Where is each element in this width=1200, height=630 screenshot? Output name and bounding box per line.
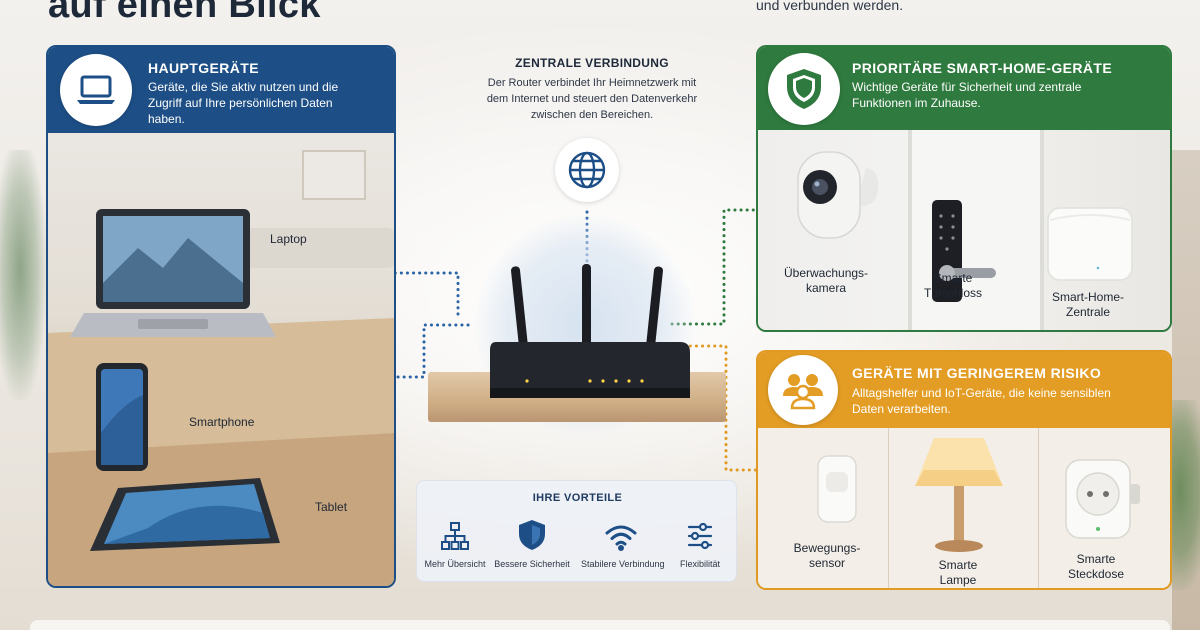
main-devices-header: HAUPTGERÄTE Geräte, die Sie aktiv nutzen… [48,47,394,133]
link-priority [670,208,790,326]
priority-devices-header: PRIORITÄRE SMART-HOME-GERÄTE Wichtige Ge… [758,47,1170,130]
benefits-title: IHRE VORTEILE [532,492,623,504]
lamp-label-line1: Smarte [938,558,978,572]
network-tree-icon [415,517,495,551]
hub-device [1047,207,1133,281]
shield-icon [492,517,572,551]
low-risk-devices-panel: GERÄTE MIT GERINGEREM RISIKO Alltagshelf… [756,350,1172,590]
smartphone-device [96,363,148,471]
device-label-tablet: Tablet [315,500,348,514]
door-lock-label-line2: Türschloss [923,286,982,300]
lamp-device [915,438,1003,552]
motion-sensor-label-line1: Bewegungs- [793,541,861,555]
benefit-connection-label: Stabilere Verbindung [581,559,665,569]
device-label-lamp: Smarte Lampe [928,558,988,588]
center-description: Der Router verbindet Ihr Heimnetzwerk mi… [486,77,698,121]
tablet-device [90,478,280,551]
priority-devices-panel: PRIORITÄRE SMART-HOME-GERÄTE Wichtige Ge… [756,45,1172,332]
page-title: auf einen Blick [48,0,321,26]
globe-icon [555,138,619,202]
main-devices-panel: HAUPTGERÄTE Geräte, die Sie aktiv nutzen… [46,45,396,588]
smart-plug-label-line1: Smarte [1076,552,1116,566]
shield-icon [768,53,840,125]
device-label-laptop: Laptop [270,232,307,246]
hub-label-line1: Smart-Home- [1051,290,1124,304]
main-devices-illustration [48,150,394,586]
sofa [218,228,394,268]
bottom-bar [30,620,1170,630]
priority-devices-title: PRIORITÄRE SMART-HOME-GERÄTE [852,60,1113,76]
link-laptop [320,271,460,320]
device-label-camera: Überwachungs- kamera [784,266,868,296]
camera-device [797,151,879,239]
wifi-icon [581,517,661,551]
low-risk-devices-header: GERÄTE MIT GERINGEREM RISIKO Alltagshelf… [758,352,1170,428]
sliders-icon [660,517,740,551]
laptop-device [70,209,276,337]
priority-devices-scene: Überwachungs- kamera Smarte Türschloss S… [758,130,1170,330]
background-plant-left [0,150,46,400]
hub-label-line2: Zentrale [1065,305,1111,319]
cell-divider [1038,428,1039,588]
device-label-smartphone: Smartphone [189,415,255,429]
people-icon [768,355,838,425]
smart-plug-label-line2: Steckdose [1067,567,1125,581]
motion-sensor-label-line2: sensor [808,556,846,570]
benefit-overview: Mehr Übersicht [415,517,495,569]
low-risk-devices-scene: Bewegungs- sensor Smarte Lampe Smarte St… [758,428,1170,588]
priority-devices-description: Wichtige Geräte für Sicherheit und zentr… [852,80,1082,110]
link-low-risk [670,344,794,472]
motion-sensor-device [817,455,857,523]
benefit-flexibility-label: Flexibilität [679,559,720,569]
benefit-flexibility: Flexibilität [660,517,740,569]
smart-plug-device [1065,459,1140,539]
device-label-smart-plug: Smarte Steckdose [1058,552,1134,582]
main-devices-description: Geräte, die Sie aktiv nutzen und die Zug… [148,80,339,126]
cell-divider [888,428,889,588]
lamp-label-line2: Lampe [939,573,977,587]
benefit-connection: Stabilere Verbindung [581,517,665,569]
camera-label-line1: Überwachungs- [784,266,869,280]
priority-devices-illustration [797,130,1133,330]
page-subtitle: und verbunden werden. [756,0,904,13]
door-lock-label-line1: Smarte [933,271,973,285]
low-risk-devices-description: Alltagshelfer und IoT-Geräte, die keine … [852,386,1111,416]
camera-label-line2: kamera [805,281,846,295]
device-label-motion-sensor: Bewegungs- sensor [784,541,870,571]
device-label-door-lock: Smarte Türschloss [923,271,983,301]
benefits-box: IHRE VORTEILE Mehr Übersicht Bessere Sic… [416,480,737,582]
wall-frame [302,150,366,200]
low-risk-devices-illustration [817,438,1140,552]
laptop-icon [60,54,132,126]
center-title: ZENTRALE VERBINDUNG [515,56,669,70]
benefit-security: Bessere Sicherheit [492,517,572,569]
main-devices-title: HAUPTGERÄTE [148,60,259,76]
door-lock-device [932,200,996,302]
main-devices-scene: Laptop Smartphone Tablet [48,133,394,586]
benefit-security-label: Bessere Sicherheit [494,559,570,569]
benefit-overview-label: Mehr Übersicht [424,559,486,569]
device-label-hub: Smart-Home- Zentrale [1050,290,1126,320]
low-risk-devices-title: GERÄTE MIT GERINGEREM RISIKO [852,365,1102,381]
door [908,130,1043,330]
